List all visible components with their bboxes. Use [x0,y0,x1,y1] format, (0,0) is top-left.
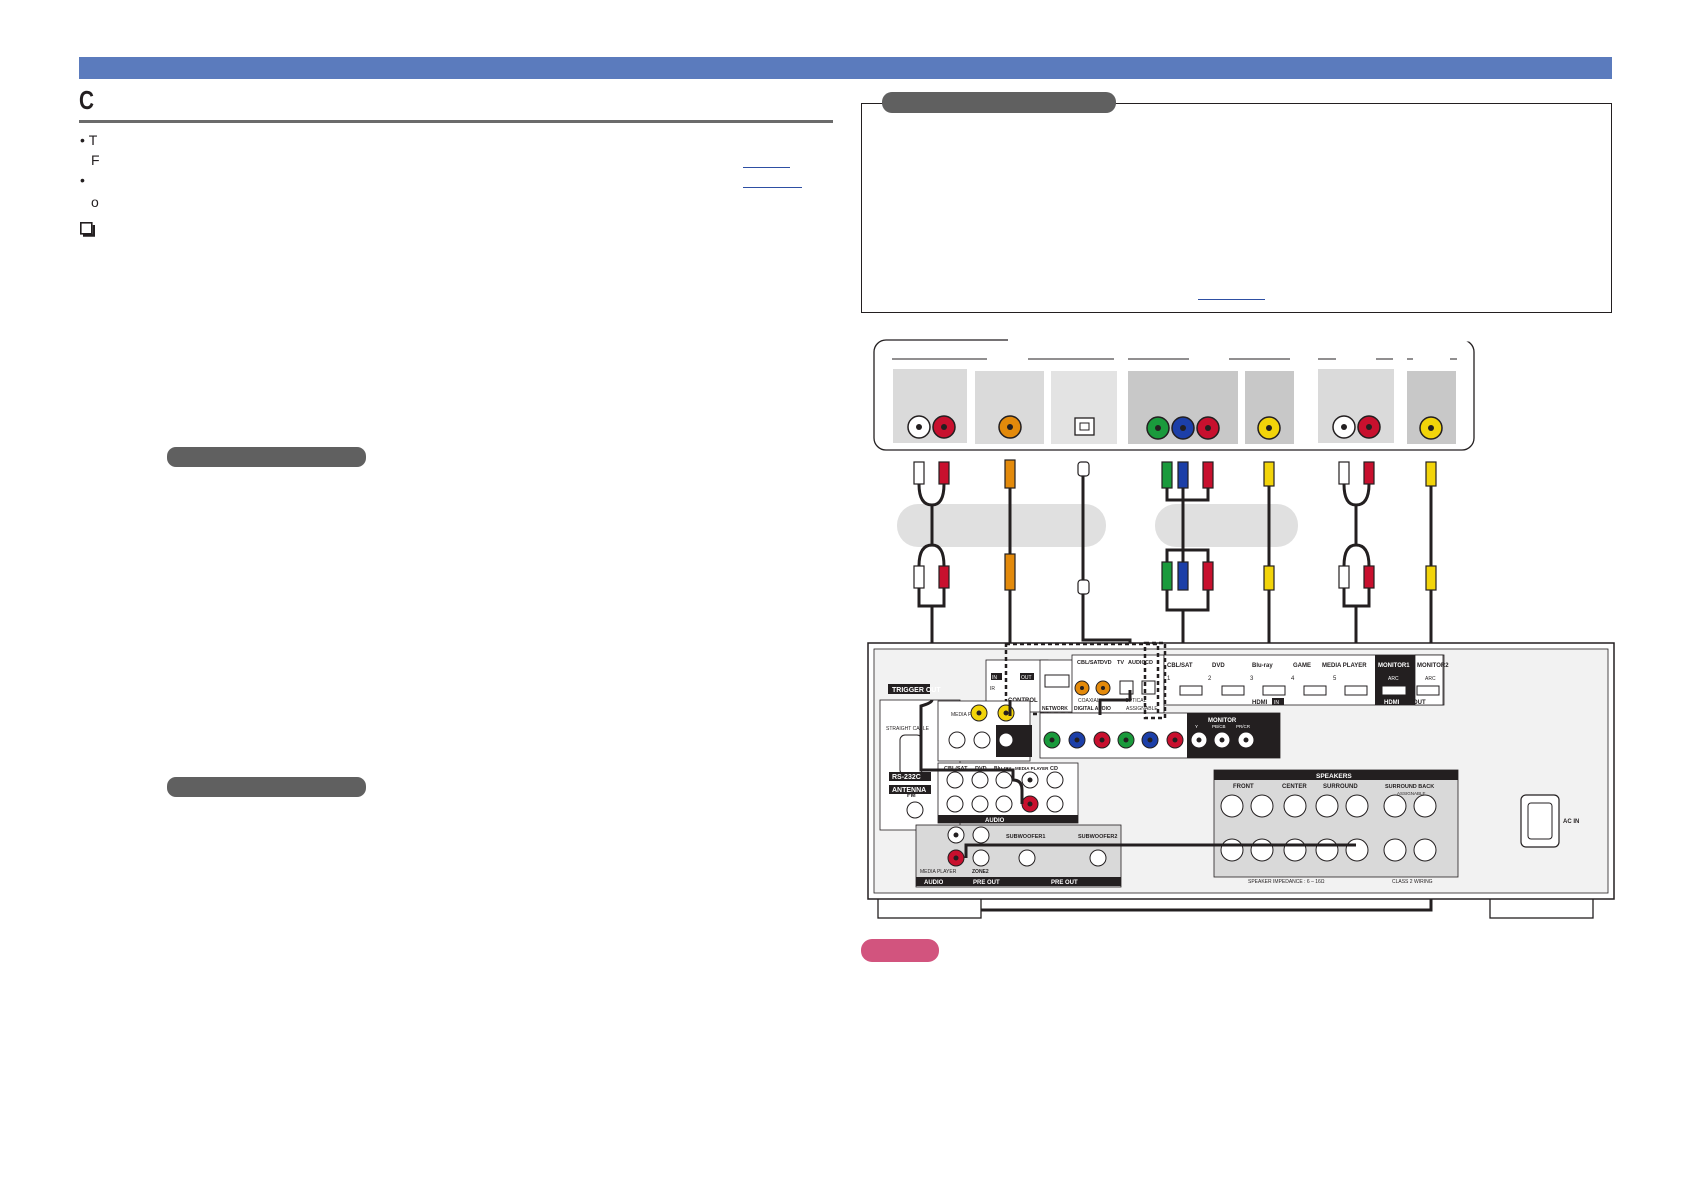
bullet-1-text: T [88,132,98,148]
page-link-1[interactable] [743,167,790,168]
svg-text:AUDIO: AUDIO [1128,660,1146,666]
svg-text:DIGITAL AUDIO: DIGITAL AUDIO [1074,706,1111,712]
svg-text:MEDIA PLAYER: MEDIA PLAYER [951,712,988,718]
source-jacks [907,415,1443,440]
svg-text:MONITOR1: MONITOR1 [1378,663,1410,669]
svg-text:SUBWOOFER2: SUBWOOFER2 [1078,834,1117,840]
svg-text:IN: IN [992,675,997,681]
svg-text:HDMI: HDMI [1384,700,1400,706]
svg-text:Blu-ray: Blu-ray [1252,663,1273,669]
bullet-1-continuation: F [91,152,100,168]
section-pill-2 [167,777,366,797]
heading-rule [79,120,833,123]
svg-text:ZONE2: ZONE2 [972,869,989,875]
svg-text:IN: IN [1274,700,1279,706]
receiver-rear-panel: TRIGGER OUT STRAIGHT CABLE RS-232C ANTEN… [867,641,1615,919]
note-badge [861,939,939,962]
bullet-dot: • [80,172,85,188]
svg-text:1: 1 [1167,676,1171,682]
svg-text:PB/CB: PB/CB [1212,724,1226,729]
cable-group-label-1 [897,504,1106,547]
svg-text:MONITOR2: MONITOR2 [1417,663,1449,669]
bullet-2: • [80,171,89,189]
connection-diagram: TRIGGER OUT STRAIGHT CABLE RS-232C ANTEN… [867,338,1615,919]
svg-text:MEDIA PLAYER: MEDIA PLAYER [920,869,957,875]
svg-text:COAXIAL: COAXIAL [1078,698,1100,704]
svg-text:ARC: ARC [1388,676,1399,682]
svg-text:STRAIGHT CABLE: STRAIGHT CABLE [886,726,930,732]
svg-text:SPEAKER IMPEDANCE : 6 – 16Ω: SPEAKER IMPEDANCE : 6 – 16Ω [1248,879,1325,885]
svg-text:FRONT: FRONT [1233,784,1254,790]
svg-text:FM: FM [907,793,916,799]
page-heading: C [79,85,94,115]
svg-text:5: 5 [1333,676,1337,682]
svg-text:SPEAKERS: SPEAKERS [1316,773,1352,780]
svg-text:MEDIA PLAYER: MEDIA PLAYER [1322,663,1367,669]
page-link-2[interactable] [743,187,802,188]
svg-text:ARC: ARC [1425,676,1436,682]
svg-text:SURROUND BACK: SURROUND BACK [1385,784,1434,790]
svg-text:IR: IR [990,686,995,692]
svg-text:PRE OUT: PRE OUT [973,880,1000,886]
svg-text:OUT: OUT [1413,700,1426,706]
svg-text:MEDIA PLAYER: MEDIA PLAYER [1015,766,1049,771]
svg-text:NETWORK: NETWORK [1042,706,1068,712]
svg-text:RS-232C: RS-232C [892,774,921,781]
svg-text:CD: CD [1050,766,1058,772]
bullet-1: • T [80,131,97,149]
svg-text:CENTER: CENTER [1282,784,1307,790]
svg-text:Y: Y [1195,724,1198,729]
svg-text:TV: TV [1117,660,1124,666]
svg-text:ANTENNA: ANTENNA [892,787,926,794]
header-bar [79,57,1612,79]
svg-text:CBL/SAT: CBL/SAT [1167,663,1193,669]
svg-text:PRE OUT: PRE OUT [1051,880,1078,886]
svg-text:OUT: OUT [1021,675,1032,681]
svg-text:GAME: GAME [1293,663,1311,669]
svg-text:TRIGGER OUT: TRIGGER OUT [892,687,941,694]
svg-text:HDMI: HDMI [1252,700,1268,706]
svg-text:2: 2 [1208,676,1212,682]
svg-text:AUDIO: AUDIO [924,880,944,886]
cable-group-label-2 [1155,504,1298,547]
note-box-tab [882,92,1116,113]
svg-text:CBL/SAT: CBL/SAT [1077,660,1101,666]
svg-text:SUBWOOFER1: SUBWOOFER1 [1006,834,1045,840]
bullet-2-continuation: o [91,194,99,210]
svg-text:AUDIO: AUDIO [985,818,1005,824]
svg-text:AC IN: AC IN [1563,819,1579,825]
note-box [861,103,1612,313]
svg-text:MONITOR: MONITOR [1208,718,1237,724]
checkbox-icon [80,222,95,237]
note-box-link[interactable] [1198,299,1265,300]
svg-text:SURROUND: SURROUND [1323,784,1358,790]
svg-text:CD: CD [1145,660,1153,666]
svg-text:DVD: DVD [1100,660,1112,666]
svg-text:3: 3 [1250,676,1254,682]
svg-text:CLASS 2 WIRING: CLASS 2 WIRING [1392,879,1433,885]
svg-text:DVD: DVD [1212,663,1225,669]
jack-optical [1074,417,1095,436]
svg-text:ASSIGNABLE: ASSIGNABLE [1397,791,1426,796]
section-pill-1 [167,447,366,467]
receiver-cables [919,690,1356,858]
svg-text:PR/CR: PR/CR [1236,724,1251,729]
svg-text:OPTICAL: OPTICAL [1125,698,1147,704]
bullet-dot: • [80,132,85,148]
svg-text:ASSIGNABLE: ASSIGNABLE [1126,706,1158,712]
svg-text:4: 4 [1291,676,1295,682]
